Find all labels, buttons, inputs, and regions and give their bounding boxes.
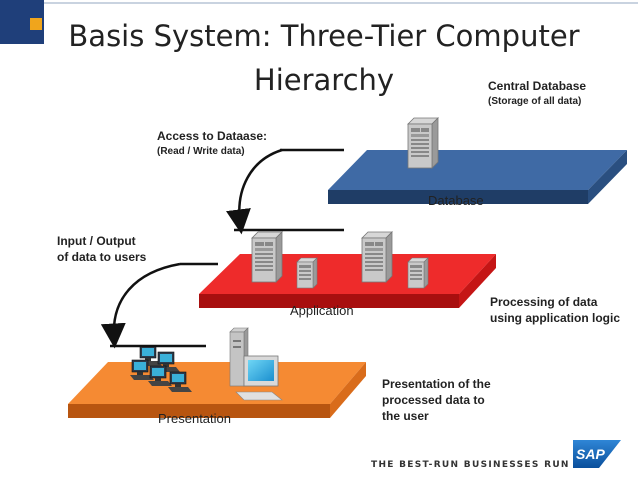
- io-line-1: Input / Output: [57, 234, 136, 248]
- io-line-2: of data to users: [57, 250, 147, 264]
- central-db-line-1: Central Database: [488, 79, 587, 93]
- presentation-desc-line-2: processed data to: [382, 393, 485, 407]
- access-label: Access to Dataase: (Read / Write data): [157, 128, 267, 159]
- presentation-desc-line-1: Presentation of the: [382, 377, 491, 391]
- database-label: Database: [428, 193, 484, 208]
- io-label: Input / Output of data to users: [57, 233, 146, 265]
- processing-label: Processing of data using application log…: [490, 294, 620, 326]
- presentation-desc-label: Presentation of the processed data to th…: [382, 376, 491, 424]
- title-line-2: Hierarchy: [253, 63, 395, 97]
- sap-logo-text: SAP: [576, 446, 605, 462]
- top-rule: [44, 2, 638, 4]
- footer-tagline: THE BEST-RUN BUSINESSES RUN SAP: [371, 460, 599, 470]
- access-line-2: (Read / Write data): [157, 146, 245, 157]
- slide-title: Basis System: Three-Tier Computer Hierar…: [44, 14, 604, 102]
- presentation-label: Presentation: [158, 411, 231, 426]
- app-server-icon-1: [251, 231, 283, 283]
- central-db-label: Central Database (Storage of all data): [488, 78, 586, 109]
- presentation-desc-line-3: the user: [382, 409, 429, 423]
- corner-accent: [30, 18, 42, 30]
- central-db-line-2: (Storage of all data): [488, 96, 582, 107]
- app-server-icon-4: [407, 257, 429, 289]
- application-layer: Application: [199, 254, 496, 318]
- arrow-app-to-presentation: [100, 262, 218, 349]
- database-server-icon: [407, 117, 439, 169]
- app-server-icon-3: [361, 231, 393, 283]
- database-layer: Database: [328, 150, 627, 208]
- sap-logo: SAP: [573, 440, 621, 468]
- application-label: Application: [290, 303, 354, 318]
- arrow-db-to-app: [226, 148, 344, 235]
- processing-line-2: using application logic: [490, 311, 621, 325]
- presentation-layer: Presentation: [68, 362, 366, 426]
- processing-line-1: Processing of data: [490, 295, 598, 309]
- access-line-1: Access to Dataase:: [157, 129, 268, 143]
- workstation-icon: [229, 327, 283, 401]
- title-line-1: Basis System: Three-Tier Computer: [68, 19, 580, 53]
- app-server-icon-2: [296, 257, 318, 289]
